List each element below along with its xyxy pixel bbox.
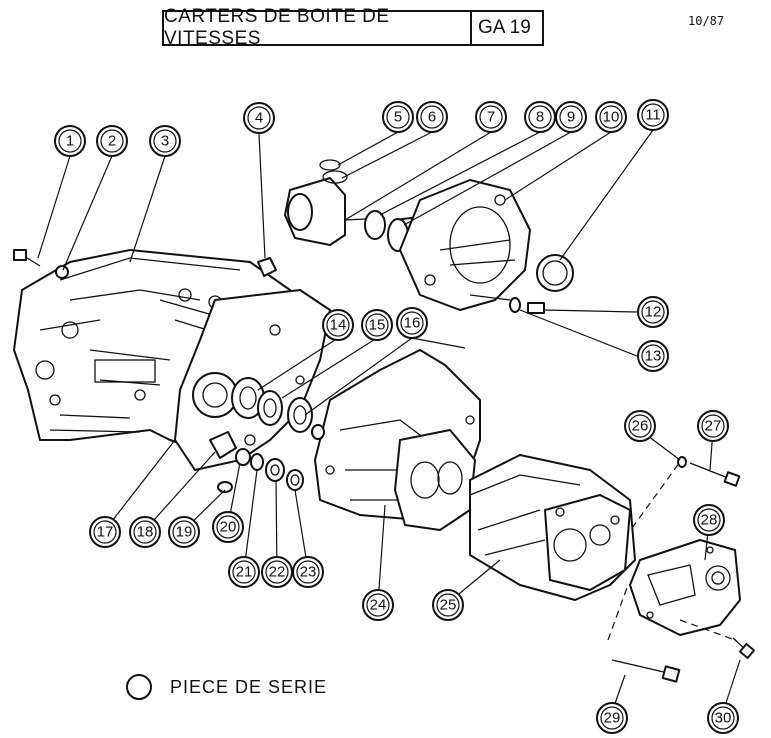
callout-20: 20 [212,511,244,543]
issue-date: 10/87 [688,14,725,28]
callout-6: 6 [416,101,448,133]
callout-19: 19 [168,516,200,548]
callout-1: 1 [54,125,86,157]
callout-16: 16 [396,307,428,339]
callout-28: 28 [693,504,725,536]
svg-text:5: 5 [394,109,402,126]
bearing-set [231,377,313,433]
callout-5: 5 [382,101,414,133]
callout-15: 15 [361,309,393,341]
svg-text:18: 18 [137,524,154,541]
svg-text:3: 3 [161,133,169,150]
legend-label: PIECE DE SERIE [170,676,328,697]
svg-text:16: 16 [404,315,421,332]
svg-text:14: 14 [330,317,347,334]
callout-13: 13 [637,340,669,372]
svg-text:27: 27 [705,418,722,435]
gearbox-casing [314,349,481,531]
callout-12: 12 [637,296,669,328]
svg-text:2: 2 [108,133,116,150]
callout-2: 2 [96,125,128,157]
svg-text:1: 1 [66,133,74,150]
svg-text:7: 7 [487,109,495,126]
svg-text:26: 26 [632,418,649,435]
svg-text:25: 25 [440,597,457,614]
svg-text:20: 20 [220,519,237,536]
callout-29: 29 [596,702,628,734]
callout-22: 22 [261,556,293,588]
callout-24: 24 [362,589,394,621]
oil-seal [536,254,574,292]
svg-text:13: 13 [645,348,662,365]
svg-text:4: 4 [255,110,263,127]
title-block: CARTERS DE BOITE DE VITESSES GA 19 [162,6,544,49]
svg-text:30: 30 [715,710,732,727]
callout-26: 26 [624,410,656,442]
svg-text:17: 17 [97,524,114,541]
svg-text:22: 22 [269,564,286,581]
fasteners [13,249,756,683]
callout-7: 7 [475,101,507,133]
svg-text:29: 29 [604,710,621,727]
assembly-lines [607,461,736,641]
callout-8: 8 [524,101,556,133]
svg-text:12: 12 [645,304,662,321]
svg-text:23: 23 [300,564,317,581]
callout-25: 25 [432,589,464,621]
callout-21: 21 [228,556,260,588]
bell-housing [399,179,531,311]
callout-23: 23 [292,556,324,588]
callout-14: 14 [322,309,354,341]
callout-11: 11 [637,99,669,131]
breather-screw [509,297,545,314]
shaft-components [209,424,325,493]
callout-10: 10 [595,101,627,133]
svg-text:9: 9 [567,109,575,126]
svg-text:10: 10 [603,109,620,126]
svg-text:19: 19 [176,524,193,541]
callout-27: 27 [697,410,729,442]
svg-text:11: 11 [645,107,661,124]
rear-casing [469,454,636,601]
svg-text:15: 15 [369,317,386,334]
svg-text:24: 24 [370,597,387,614]
diagram-title: CARTERS DE BOITE DE VITESSES [164,6,472,49]
reference-code: GA 19 [478,17,531,38]
callout-17: 17 [89,516,121,548]
legend-circle-symbol [126,674,152,700]
callout-9: 9 [555,101,587,133]
svg-text:28: 28 [701,512,718,529]
callout-3: 3 [149,125,181,157]
callout-30: 30 [707,702,739,734]
svg-text:6: 6 [428,109,436,126]
svg-text:21: 21 [236,564,253,581]
callout-18: 18 [129,516,161,548]
svg-text:8: 8 [536,109,544,126]
callout-4: 4 [243,102,275,134]
end-cover-plate [629,539,741,636]
legend: PIECE DE SERIE [126,674,327,700]
